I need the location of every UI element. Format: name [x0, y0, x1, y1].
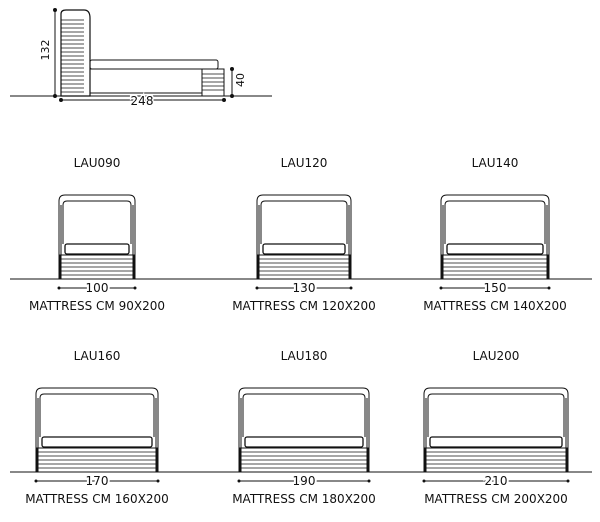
- bed-front-view-lau120: [255, 194, 353, 290]
- headboard-panel: [242, 393, 366, 437]
- side-view-base: [201, 68, 225, 97]
- dimension-endpoint: [57, 286, 61, 290]
- headboard-panel: [444, 200, 546, 244]
- dimension-endpoint: [237, 479, 241, 483]
- length-label: 248: [131, 94, 154, 108]
- mattress-size-label: MATTRESS CM 120X200: [232, 299, 376, 313]
- mattress-size-label: MATTRESS CM 160X200: [25, 492, 169, 506]
- mattress: [446, 243, 544, 255]
- model-code-label: LAU140: [472, 156, 519, 170]
- mattress-size-label: MATTRESS CM 140X200: [423, 299, 567, 313]
- bed-front-view-lau160: [34, 387, 160, 483]
- headboard-panel: [427, 393, 565, 437]
- headboard-frame: [35, 387, 159, 472]
- width-label: 190: [293, 474, 316, 488]
- side-view: [10, 8, 272, 102]
- side-view-frame: [89, 68, 203, 94]
- side-view-headboard: [60, 9, 91, 97]
- headboard-panel: [39, 393, 155, 437]
- dimension-endpoint: [566, 479, 570, 483]
- dimension-endpoint: [156, 479, 160, 483]
- side-view-mattress: [89, 59, 219, 70]
- width-label: 100: [86, 281, 109, 295]
- mattress-size-label: MATTRESS CM 200X200: [424, 492, 568, 506]
- dimension-endpoint: [255, 286, 259, 290]
- width-label: 210: [485, 474, 508, 488]
- model-code-label: LAU160: [74, 349, 121, 363]
- dimension-endpoint: [422, 479, 426, 483]
- dimension-endpoint: [367, 479, 371, 483]
- dimension-endpoint: [439, 286, 443, 290]
- bed-front-view-lau200: [422, 387, 570, 483]
- headboard-frame: [423, 387, 569, 472]
- base-height-label: 40: [234, 73, 247, 87]
- headboard-frame: [256, 194, 352, 279]
- headboard-frame: [238, 387, 370, 472]
- dimension-endpoint: [133, 286, 137, 290]
- width-label: 170: [86, 474, 109, 488]
- model-code-label: LAU120: [281, 156, 328, 170]
- mattress: [244, 436, 364, 448]
- dimension-endpoint: [547, 286, 551, 290]
- headboard-panel: [260, 200, 348, 244]
- mattress: [429, 436, 563, 448]
- headboard-frame: [58, 194, 136, 279]
- bed-front-view-lau180: [237, 387, 371, 483]
- bed-front-view-lau090: [57, 194, 137, 290]
- mattress: [262, 243, 346, 255]
- width-label: 150: [484, 281, 507, 295]
- mattress-size-label: MATTRESS CM 180X200: [232, 492, 376, 506]
- bed-front-view-lau140: [439, 194, 551, 290]
- mattress: [64, 243, 130, 255]
- model-code-label: LAU200: [473, 349, 520, 363]
- headboard-panel: [62, 200, 132, 244]
- dimension-endpoint: [34, 479, 38, 483]
- mattress-size-label: MATTRESS CM 90X200: [29, 299, 165, 313]
- model-code-label: LAU180: [281, 349, 328, 363]
- height-label: 132: [39, 40, 52, 61]
- headboard-slats: [61, 19, 84, 93]
- mattress: [41, 436, 153, 448]
- dimension-endpoint: [349, 286, 353, 290]
- width-label: 130: [293, 281, 316, 295]
- headboard-frame: [440, 194, 550, 279]
- model-code-label: LAU090: [74, 156, 121, 170]
